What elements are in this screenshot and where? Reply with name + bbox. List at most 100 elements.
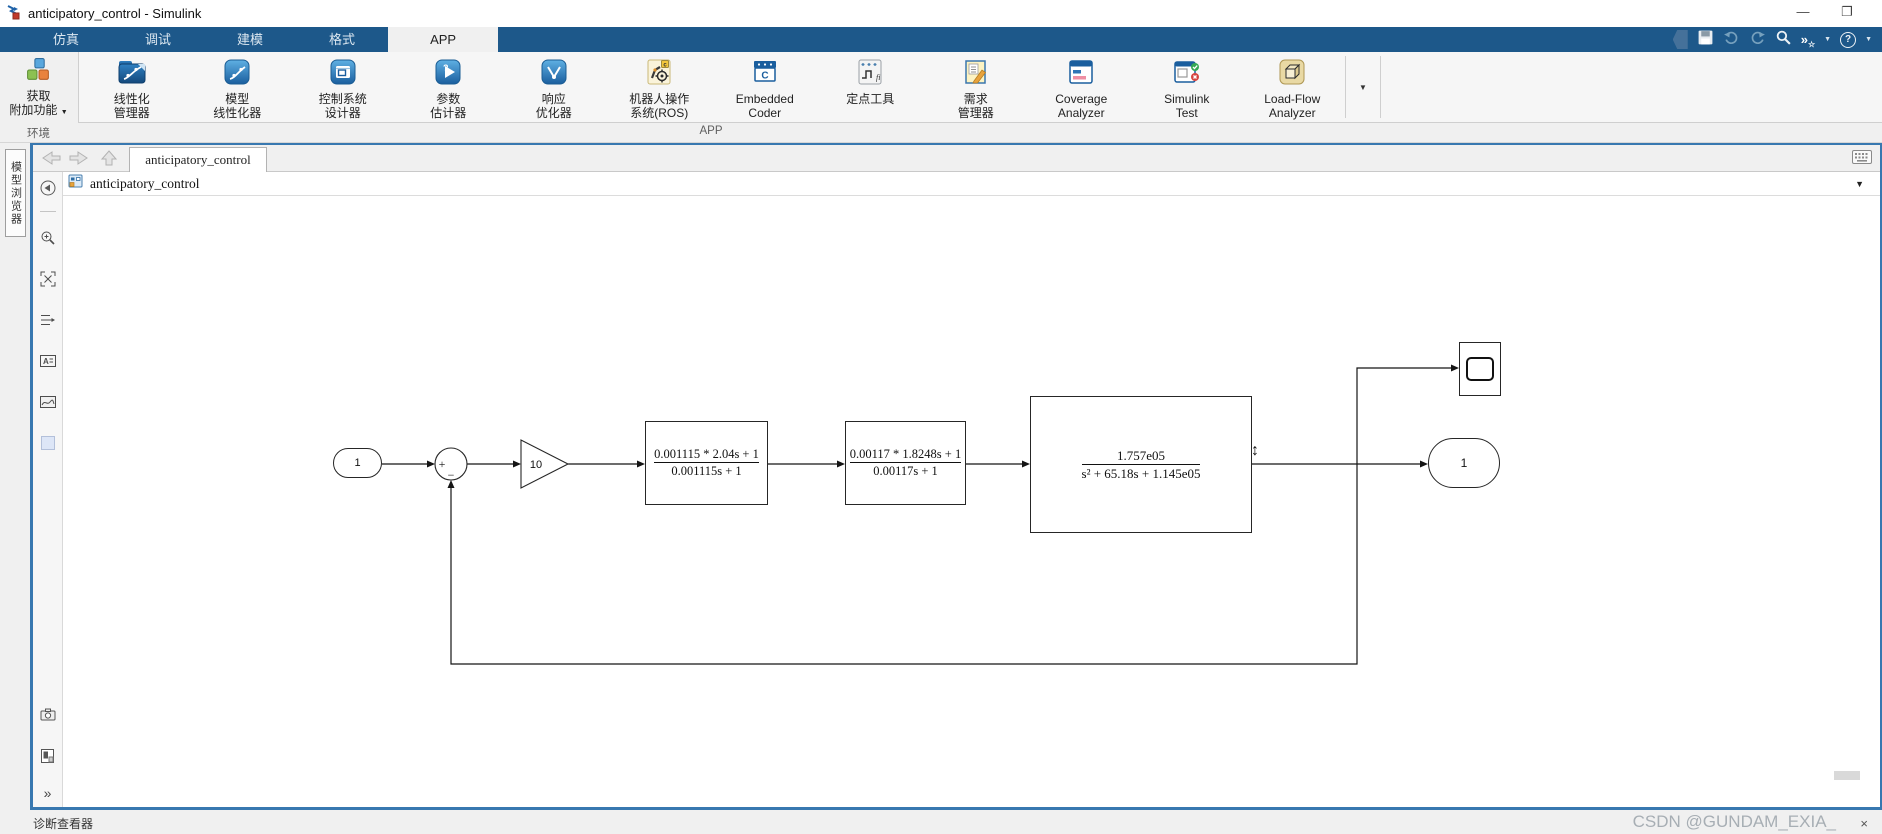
transfer-fcn-block-1[interactable]: 0.001115 * 2.04s + 1 0.001115s + 1: [645, 421, 768, 505]
app-label: 管理器: [113, 106, 150, 120]
app-label: Analyzer: [1057, 106, 1105, 120]
app-coverage-analyzer[interactable]: Coverage Analyzer: [1029, 52, 1135, 122]
app-label: 设计器: [324, 106, 361, 120]
scope-screen: [1466, 357, 1494, 381]
breadcrumb-model-name[interactable]: anticipatory_control: [90, 175, 200, 191]
apps-gallery: 线性化 管理器 模型 线性化器 控制系统 设计器 ? 参数 估计器 响应 优化器…: [78, 52, 1882, 123]
app-label: Simulink: [1164, 92, 1210, 106]
tf1-numerator: 0.001115 * 2.04s + 1: [654, 447, 759, 461]
help-caret-icon[interactable]: ▼: [1865, 36, 1872, 43]
app-model-linearizer[interactable]: 模型 线性化器: [185, 52, 291, 122]
zoom-in-icon[interactable]: [37, 226, 59, 250]
viewmarks-icon[interactable]: [37, 744, 59, 768]
svg-text:A: A: [43, 357, 49, 366]
tab-simulation[interactable]: 仿真: [53, 32, 80, 47]
plant-transfer-fcn-block[interactable]: 1.757e05 s² + 65.18s + 1.145e05: [1030, 396, 1252, 533]
app-simulink-test[interactable]: Simulink Test: [1134, 52, 1240, 122]
app-label: 估计器: [430, 106, 467, 120]
horizontal-scrollbar-nub[interactable]: [1834, 771, 1860, 780]
addons-caret-icon: ▼: [60, 109, 68, 116]
fit-to-view-icon[interactable]: [37, 267, 59, 291]
forward-icon[interactable]: [67, 148, 91, 173]
connection-lines: [382, 367, 1451, 665]
gain-value: 10: [530, 459, 542, 471]
screenshot-camera-icon[interactable]: [37, 703, 59, 727]
get-addons-button[interactable]: 获取 附加功能 ▼: [0, 52, 77, 123]
search-icon[interactable]: [1775, 29, 1792, 51]
minimize-button[interactable]: —: [1796, 4, 1810, 19]
back-icon[interactable]: [39, 148, 63, 173]
tf2-denominator: 0.00117s + 1: [849, 462, 962, 479]
app-label: Coverage: [1055, 92, 1108, 106]
image-annotation-icon[interactable]: [37, 390, 59, 414]
breadcrumb-caret-icon[interactable]: ▼: [1855, 178, 1864, 189]
hide-model-browser-icon[interactable]: [37, 176, 59, 200]
app-label: Embedded: [735, 92, 794, 106]
simulink-file-icon: [6, 4, 21, 23]
transfer-fcn-block-2[interactable]: 0.00117 * 1.8248s + 1 0.00117s + 1: [845, 421, 966, 505]
color-swatch-icon[interactable]: [37, 431, 59, 455]
signal-routing-icon[interactable]: [37, 308, 59, 332]
control-system-designer-icon: [328, 59, 358, 91]
addons-label-line1: 获取: [26, 89, 51, 103]
gain-block[interactable]: 10: [520, 439, 570, 489]
app-ros[interactable]: c 机器人操作 系统(ROS): [607, 52, 713, 122]
svg-text:?: ?: [443, 63, 449, 73]
scope-block[interactable]: [1459, 342, 1501, 396]
sum-block[interactable]: + −: [434, 447, 468, 482]
tab-format[interactable]: 格式: [329, 32, 356, 47]
gallery-separator: [1345, 56, 1346, 118]
app-control-system-designer[interactable]: 控制系统 设计器: [290, 52, 396, 122]
svg-text:C: C: [761, 71, 768, 82]
app-label: Coder: [748, 106, 782, 120]
palette-divider: [39, 211, 56, 212]
ribbon-group-labels: 环境 APP: [0, 123, 1882, 142]
group-label-apps: APP: [699, 125, 723, 137]
model-browser-tab[interactable]: 模型浏览器: [5, 149, 26, 237]
app-label: 系统(ROS): [630, 106, 689, 120]
palette-expand-icon[interactable]: »: [43, 785, 52, 801]
up-icon[interactable]: [99, 148, 119, 173]
gallery-expand-caret-icon[interactable]: ▼: [1359, 82, 1367, 92]
app-parameter-estimator[interactable]: ? 参数 估计器: [396, 52, 502, 122]
keyboard-shortcuts-icon[interactable]: [1852, 150, 1872, 169]
app-label: 优化器: [535, 106, 572, 120]
ros-icon: c: [644, 59, 674, 91]
window-title: anticipatory_control - Simulink: [28, 6, 202, 21]
help-icon[interactable]: ?: [1840, 31, 1857, 48]
ribbon: 获取 附加功能 ▼ 线性化 管理器 模型 线性化器 控制系统 设计器 ? 参数 …: [0, 52, 1882, 143]
app-response-optimizer[interactable]: 响应 优化器: [501, 52, 607, 122]
output-port-block[interactable]: 1: [1428, 438, 1500, 488]
coverage-analyzer-icon: [1066, 60, 1096, 91]
palette-bottom-group: »: [37, 703, 59, 807]
app-label: 控制系统: [318, 92, 367, 106]
tab-modeling[interactable]: 建模: [237, 32, 264, 47]
app-fixed-point-tool[interactable]: fi 定点工具: [818, 52, 924, 122]
app-label: 管理器: [957, 106, 994, 120]
tab-apps[interactable]: APP: [388, 27, 499, 52]
app-requirements-manager[interactable]: 需求 管理器: [923, 52, 1029, 122]
app-load-flow-analyzer[interactable]: Load-Flow Analyzer: [1240, 52, 1346, 122]
diagnostic-viewer-link[interactable]: 诊断查看器: [33, 817, 94, 831]
save-icon[interactable]: [1697, 29, 1714, 51]
app-label: 需求: [963, 92, 988, 106]
app-linearization-manager[interactable]: 线性化 管理器: [79, 52, 185, 122]
layout-caret-icon[interactable]: ▼: [1824, 36, 1832, 43]
model-canvas[interactable]: + − 10 1 0.001115 * 2.04s + 1 0.001115s …: [63, 196, 1880, 807]
sum-plus-sign: +: [439, 457, 446, 471]
simulink-test-icon: [1172, 61, 1202, 91]
maximize-button[interactable]: ❐: [1841, 4, 1853, 19]
app-embedded-coder[interactable]: C Embedded Coder: [712, 52, 818, 122]
input-port-block[interactable]: 1: [333, 448, 382, 478]
group-label-environment: 环境: [27, 128, 50, 140]
tab-debug[interactable]: 调试: [145, 32, 172, 47]
app-label: 响应: [541, 92, 566, 106]
response-optimizer-icon: [539, 59, 569, 91]
watermark-close-icon[interactable]: ×: [1860, 816, 1868, 831]
gallery-separator: [1380, 56, 1381, 118]
layout-perspectives-icon[interactable]: »☆: [1800, 32, 1816, 49]
app-label: 模型: [225, 92, 250, 106]
document-tab[interactable]: anticipatory_control: [129, 147, 267, 172]
collapse-toolstrip-icon[interactable]: [1672, 30, 1688, 49]
annotation-icon[interactable]: A: [37, 349, 59, 373]
